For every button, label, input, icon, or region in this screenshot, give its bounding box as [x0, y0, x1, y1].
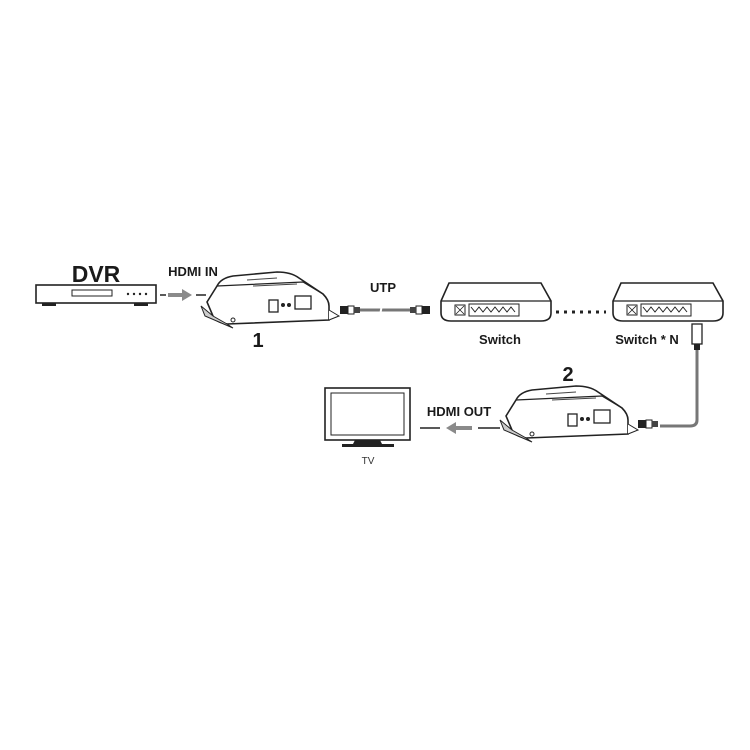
hdmi-out-arrow — [420, 422, 500, 434]
hdmi-in-arrow — [160, 289, 206, 301]
network-cable — [637, 323, 703, 429]
receiver-icon — [499, 385, 639, 443]
transmitter-icon — [200, 271, 340, 329]
dvr-icon — [35, 284, 157, 306]
switch-n-icon — [612, 282, 724, 322]
utp-cable — [339, 304, 431, 316]
dvr-label: DVR — [72, 261, 121, 287]
transmitter-label: 1 — [252, 330, 263, 352]
hdmi-out-label: HDMI OUT — [427, 404, 491, 419]
utp-label: UTP — [370, 280, 396, 295]
switch-n-label: Switch * N — [615, 332, 679, 347]
switch-1-icon — [440, 282, 552, 322]
tv-label: TV — [362, 456, 375, 467]
receiver-label: 2 — [562, 364, 573, 386]
switch-1-label: Switch — [479, 332, 521, 347]
hdmi-in-label: HDMI IN — [168, 264, 218, 279]
tv-icon — [324, 387, 411, 447]
